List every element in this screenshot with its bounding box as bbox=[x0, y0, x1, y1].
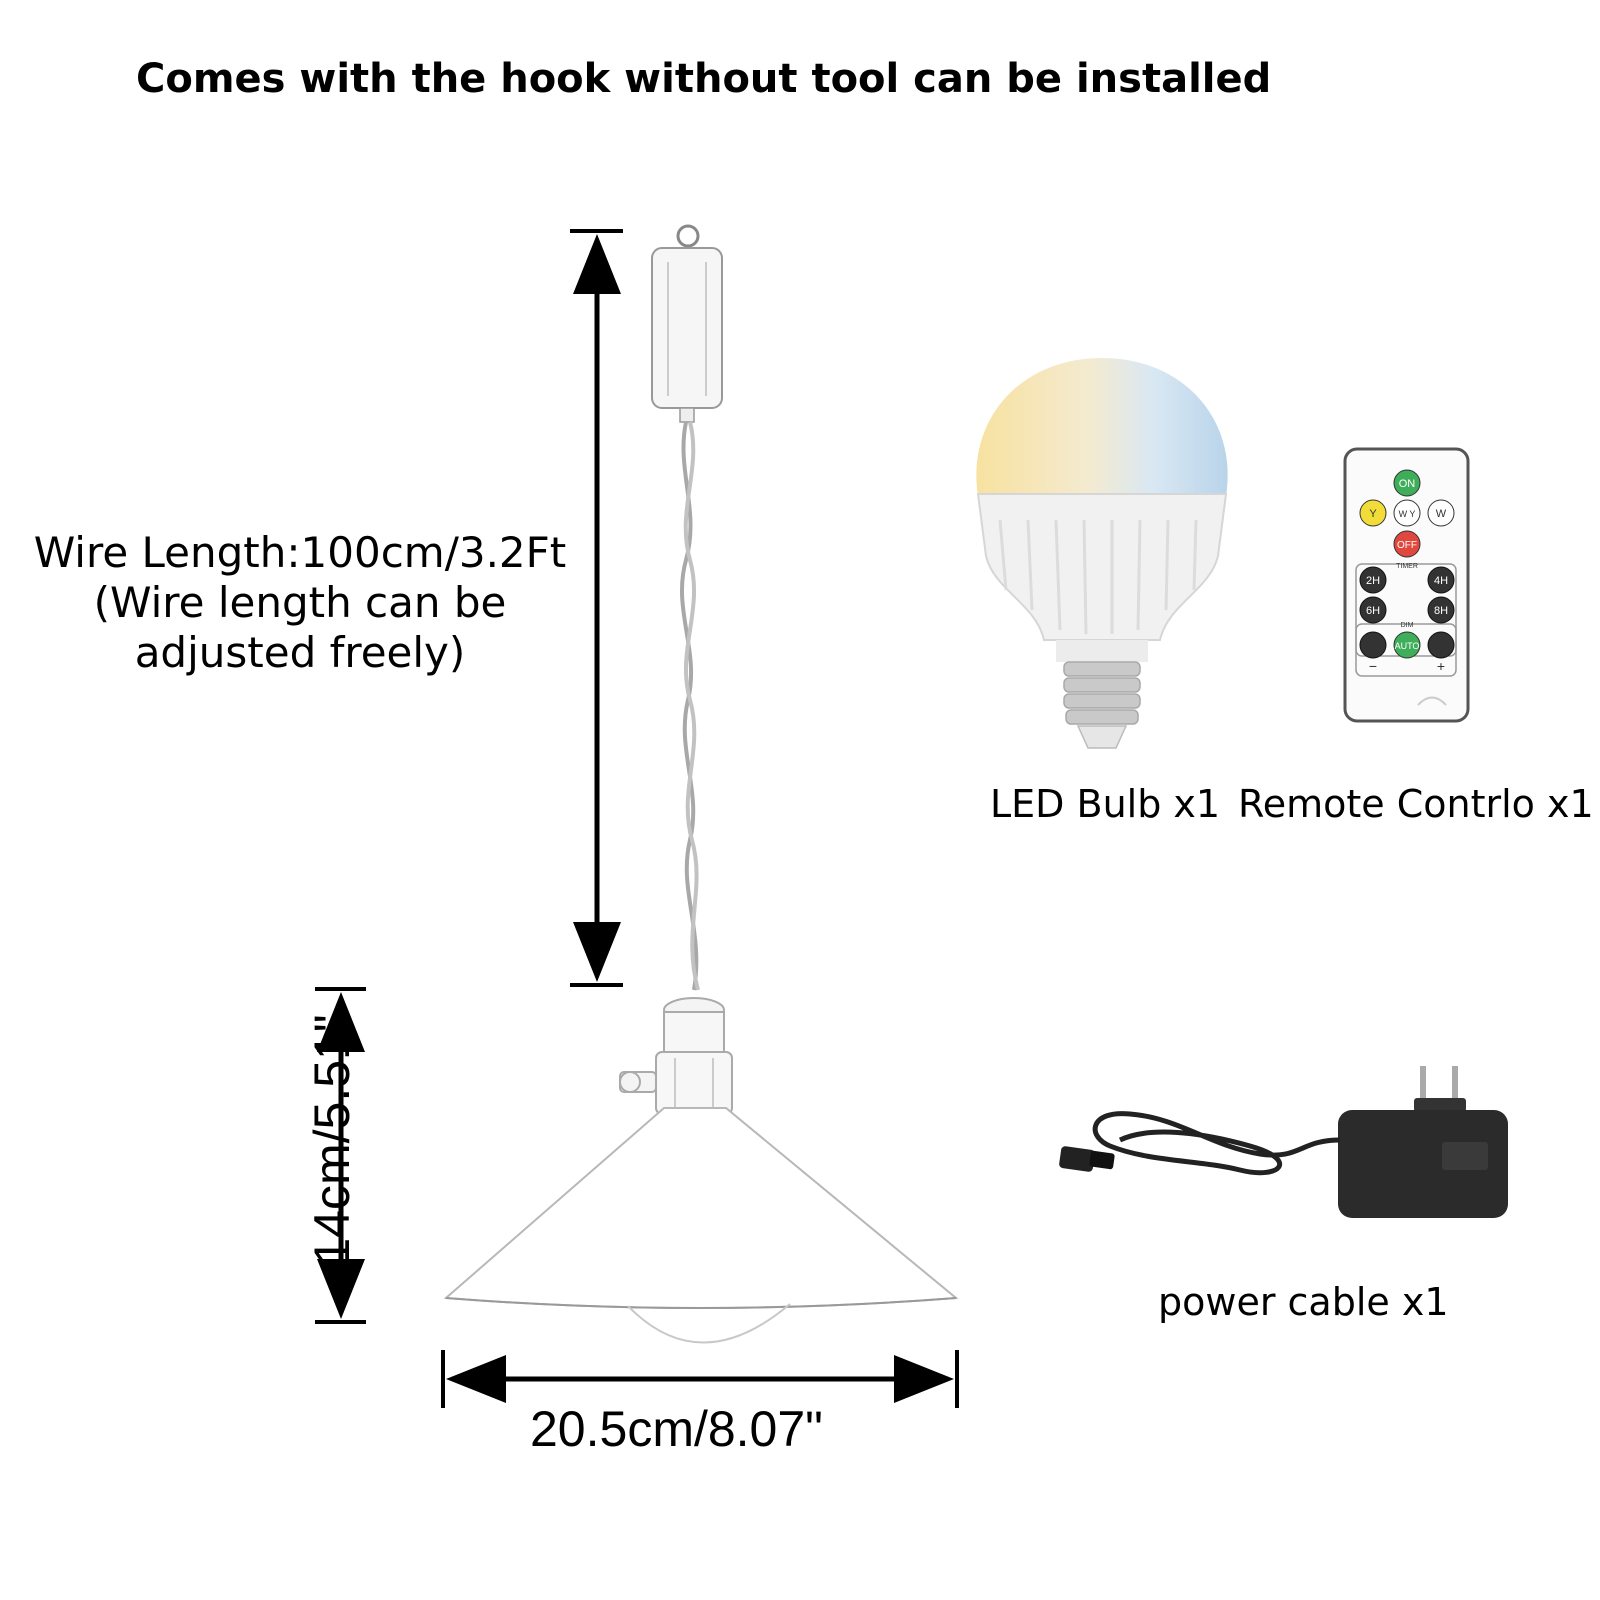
hook-icon bbox=[651, 224, 723, 423]
wire-length-line2: (Wire length can be bbox=[93, 578, 507, 627]
remote-w-label: W bbox=[1436, 508, 1447, 520]
remote-minus-label: − bbox=[1369, 658, 1377, 674]
remote-wy-label: W Y bbox=[1399, 509, 1416, 519]
height-dimension bbox=[315, 987, 366, 1324]
wire-length-text: Wire Length:100cm/3.2Ft (Wire length can… bbox=[20, 528, 580, 678]
remote-caption: Remote Contrlo x1 bbox=[1238, 782, 1594, 826]
remote-plus-label: + bbox=[1437, 658, 1445, 674]
power-adapter-icon bbox=[1059, 1066, 1508, 1218]
remote-control-icon: ON Y W Y W OFF TIMER 2H 4H 6H 8H DIM AUT… bbox=[1343, 447, 1470, 723]
headline: Comes with the hook without tool can be … bbox=[136, 56, 1272, 102]
remote-dim-label: DIM bbox=[1401, 622, 1414, 629]
power-cable-caption: power cable x1 bbox=[1158, 1280, 1449, 1324]
twisted-wire bbox=[680, 421, 700, 991]
width-label: 20.5cm/8.07" bbox=[530, 1401, 823, 1457]
remote-auto-label: AUTO bbox=[1395, 641, 1420, 651]
wire-length-dimension bbox=[570, 229, 623, 987]
bulb-caption: LED Bulb x1 bbox=[990, 782, 1221, 826]
wire-length-line1: Wire Length:100cm/3.2Ft bbox=[33, 528, 567, 577]
remote-timer-label: TIMER bbox=[1396, 563, 1418, 570]
remote-6h-label: 6H bbox=[1366, 605, 1380, 617]
lamp-shade bbox=[443, 1107, 959, 1344]
remote-off-label: OFF bbox=[1397, 540, 1417, 551]
height-label: 14cm/5.51" bbox=[304, 1014, 360, 1266]
width-dimension bbox=[441, 1350, 959, 1408]
remote-8h-label: 8H bbox=[1434, 605, 1448, 617]
lamp-holder bbox=[619, 997, 733, 1115]
remote-y-label: Y bbox=[1369, 508, 1377, 520]
remote-on-label: ON bbox=[1399, 478, 1416, 490]
led-bulb-icon bbox=[976, 358, 1228, 749]
wire-length-line3: adjusted freely) bbox=[134, 628, 466, 677]
remote-4h-label: 4H bbox=[1434, 575, 1448, 587]
remote-2h-label: 2H bbox=[1366, 575, 1380, 587]
